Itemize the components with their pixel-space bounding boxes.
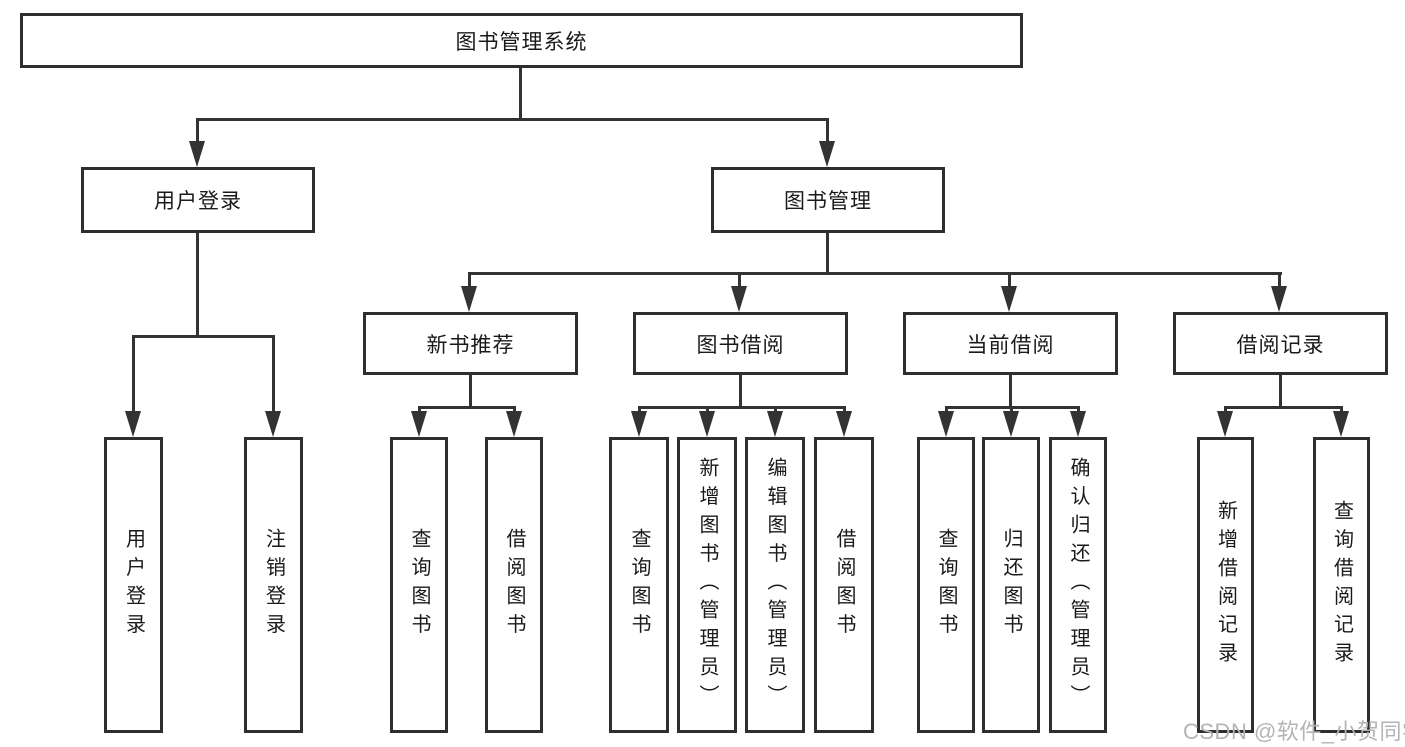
connector-br-stem	[1279, 375, 1282, 406]
connector-branch-level3	[1008, 272, 1011, 290]
leaf-cb-query-books: 查询图书	[917, 437, 975, 733]
connector-branch-leaf	[132, 335, 135, 415]
node-user-login: 用户登录	[81, 167, 315, 233]
arrowhead-down-icon	[461, 286, 477, 312]
arrowhead-down-icon	[189, 141, 205, 167]
arrowhead-down-icon	[631, 411, 647, 437]
leaf-bb-query-books: 查询图书	[609, 437, 669, 733]
node-book-management: 图书管理	[711, 167, 945, 233]
connector-branch-leaf	[272, 335, 275, 415]
connector-branch-level3	[1278, 272, 1281, 290]
node-current-borrow: 当前借阅	[903, 312, 1118, 375]
node-new-book-recommend: 新书推荐	[363, 312, 578, 375]
arrowhead-down-icon	[125, 411, 141, 437]
csdn-watermark: CSDN @软件_小贺同学	[1183, 719, 1405, 744]
arrowhead-down-icon	[836, 411, 852, 437]
connector-bb-stem	[739, 375, 742, 406]
connector-branch-leaf	[1077, 406, 1080, 415]
connector-user-login-split	[132, 335, 275, 338]
arrowhead-down-icon	[1070, 411, 1086, 437]
connector-branch-leaf	[1010, 406, 1013, 415]
node-library-management-system: 图书管理系统	[20, 13, 1023, 68]
connector-branch-level3	[738, 272, 741, 290]
connector-branch-book-mgmt	[826, 118, 829, 145]
connector-branch-leaf	[513, 406, 516, 415]
arrowhead-down-icon	[506, 411, 522, 437]
arrowhead-down-icon	[938, 411, 954, 437]
arrowhead-down-icon	[1271, 286, 1287, 312]
connector-level3-split	[468, 272, 1282, 275]
connector-branch-leaf	[638, 406, 641, 415]
connector-branch-leaf	[843, 406, 846, 415]
connector-branch-leaf	[418, 406, 421, 415]
connector-user-login-stem	[196, 233, 199, 335]
arrowhead-down-icon	[731, 286, 747, 312]
leaf-br-query-record: 查询借阅记录	[1313, 437, 1370, 733]
leaf-cb-return-books: 归还图书	[982, 437, 1040, 733]
connector-cb-stem	[1009, 375, 1012, 406]
connector-nbr-stem	[469, 375, 472, 406]
connector-branch-leaf	[1224, 406, 1227, 415]
leaf-logout: 注销登录	[244, 437, 303, 733]
connector-level2-split	[196, 118, 829, 121]
arrowhead-down-icon	[1217, 411, 1233, 437]
arrowhead-down-icon	[767, 411, 783, 437]
connector-bb-split	[638, 406, 846, 409]
arrowhead-down-icon	[265, 411, 281, 437]
connector-branch-user-login	[196, 118, 199, 145]
leaf-bb-borrow-books: 借阅图书	[814, 437, 874, 733]
connector-branch-leaf	[706, 406, 709, 415]
arrowhead-down-icon	[1001, 286, 1017, 312]
arrowhead-down-icon	[411, 411, 427, 437]
leaf-bb-add-books-admin: 新增图书（管理员）	[677, 437, 737, 733]
connector-branch-leaf	[774, 406, 777, 415]
leaf-nbr-borrow-books: 借阅图书	[485, 437, 543, 733]
connector-book-mgmt-stem	[826, 233, 829, 272]
leaf-cb-confirm-return-admin: 确认归还（管理员）	[1049, 437, 1107, 733]
arrowhead-down-icon	[1333, 411, 1349, 437]
node-book-borrow: 图书借阅	[633, 312, 848, 375]
connector-root-stem	[519, 68, 522, 118]
leaf-nbr-query-books: 查询图书	[390, 437, 448, 733]
connector-branch-level3	[468, 272, 471, 290]
connector-branch-leaf	[1340, 406, 1343, 415]
connector-branch-leaf	[945, 406, 948, 415]
connector-nbr-split	[418, 406, 516, 409]
arrowhead-down-icon	[819, 141, 835, 167]
arrowhead-down-icon	[1003, 411, 1019, 437]
connector-br-split	[1224, 406, 1343, 409]
leaf-br-add-record: 新增借阅记录	[1197, 437, 1254, 733]
node-borrow-records: 借阅记录	[1173, 312, 1388, 375]
leaf-user-login: 用户登录	[104, 437, 163, 733]
arrowhead-down-icon	[699, 411, 715, 437]
leaf-bb-edit-books-admin: 编辑图书（管理员）	[745, 437, 805, 733]
